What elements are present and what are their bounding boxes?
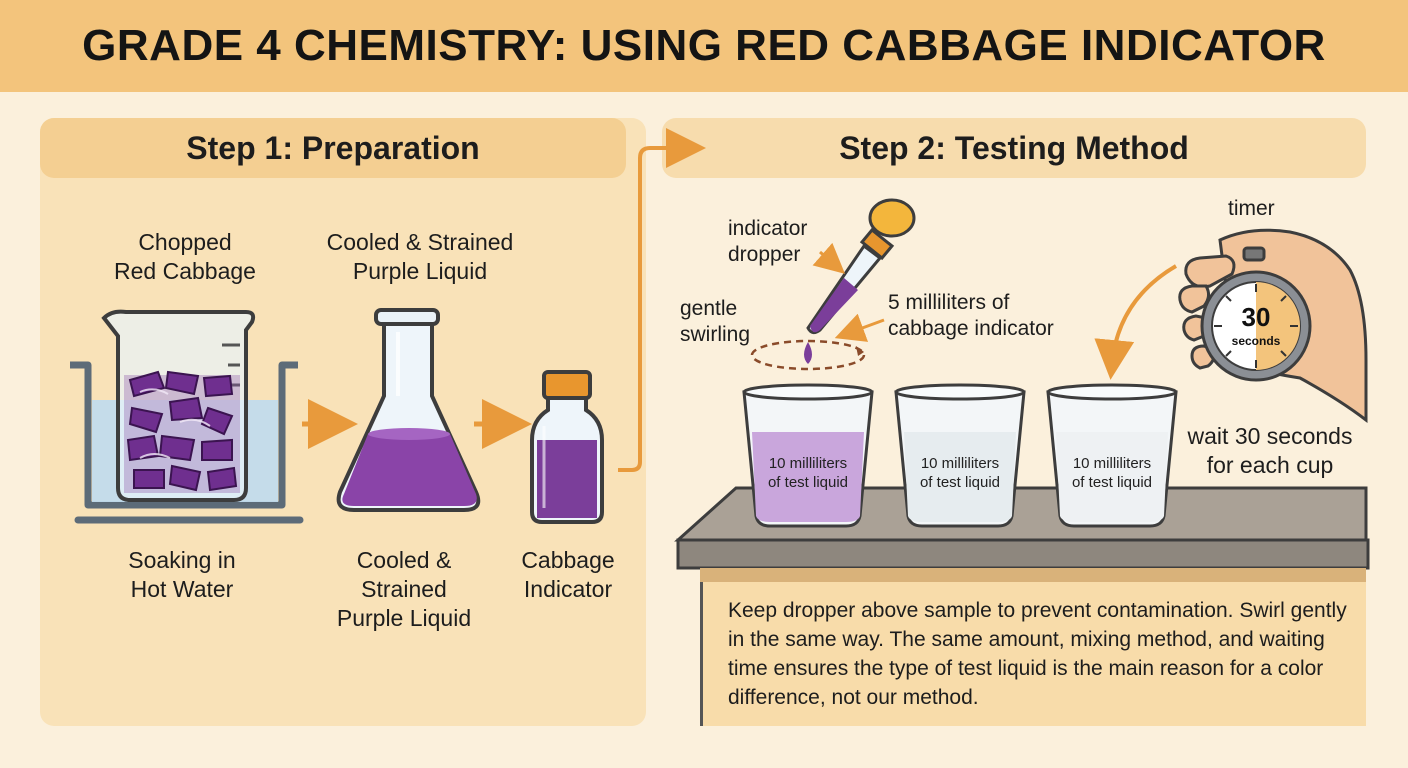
label-indicator-dropper: indicator dropper xyxy=(728,217,808,266)
label-timer: timer xyxy=(1228,197,1275,220)
cup-liquid xyxy=(1056,432,1168,522)
cabbage-pieces-icon xyxy=(126,370,238,492)
cup-icon xyxy=(1046,383,1178,528)
swirl-icon xyxy=(750,339,866,371)
bottle-icon xyxy=(530,370,604,524)
label-cooled-liquid-bottom: Cooled & Strained Purple Liquid xyxy=(336,547,472,631)
step1-title: Step 1: Preparation xyxy=(186,130,480,166)
drop-icon xyxy=(804,342,812,364)
step1-header xyxy=(40,118,626,178)
cup-label: 10 milliliters of test liquid xyxy=(1071,455,1153,491)
cup-liquid xyxy=(752,432,864,522)
step2-title: Step 2: Testing Method xyxy=(839,130,1189,166)
step2-header xyxy=(662,118,1366,178)
flask-icon xyxy=(336,308,481,512)
method-note: Keep dropper above sample to prevent con… xyxy=(728,599,1347,709)
timer-arrow-icon xyxy=(1094,264,1178,380)
cup-label: 10 milliliters of test liquid xyxy=(767,455,849,491)
label-soaking: Soaking in Hot Water xyxy=(128,547,236,602)
timer-value: 30 xyxy=(1241,302,1271,332)
beaker-icon xyxy=(101,309,256,502)
cup-icon xyxy=(742,383,874,528)
label-indicator-amount: 5 milliliters of cabbage indicator xyxy=(888,291,1054,340)
connector-arrow-icon xyxy=(618,128,706,472)
label-wait: wait 30 seconds for each cup xyxy=(1187,423,1353,478)
page-title: GRADE 4 CHEMISTRY: USING RED CABBAGE IND… xyxy=(82,21,1326,70)
note-box xyxy=(700,582,1366,726)
stopwatch-icon xyxy=(1200,246,1312,382)
label-chopped-cabbage: Chopped Red Cabbage xyxy=(114,229,256,284)
cup-label: 10 milliliters of test liquid xyxy=(919,455,1001,491)
label-cabbage-indicator: Cabbage Indicator xyxy=(521,547,615,602)
label-cooled-liquid-top: Cooled & Strained Purple Liquid xyxy=(326,229,514,284)
title-bar xyxy=(0,0,1408,92)
cup-liquid xyxy=(904,432,1016,522)
timer-unit: seconds xyxy=(1231,334,1281,348)
cup-icon xyxy=(894,383,1026,528)
dropper-icon xyxy=(806,198,916,335)
label-gentle-swirling: gentle swirling xyxy=(680,297,751,346)
